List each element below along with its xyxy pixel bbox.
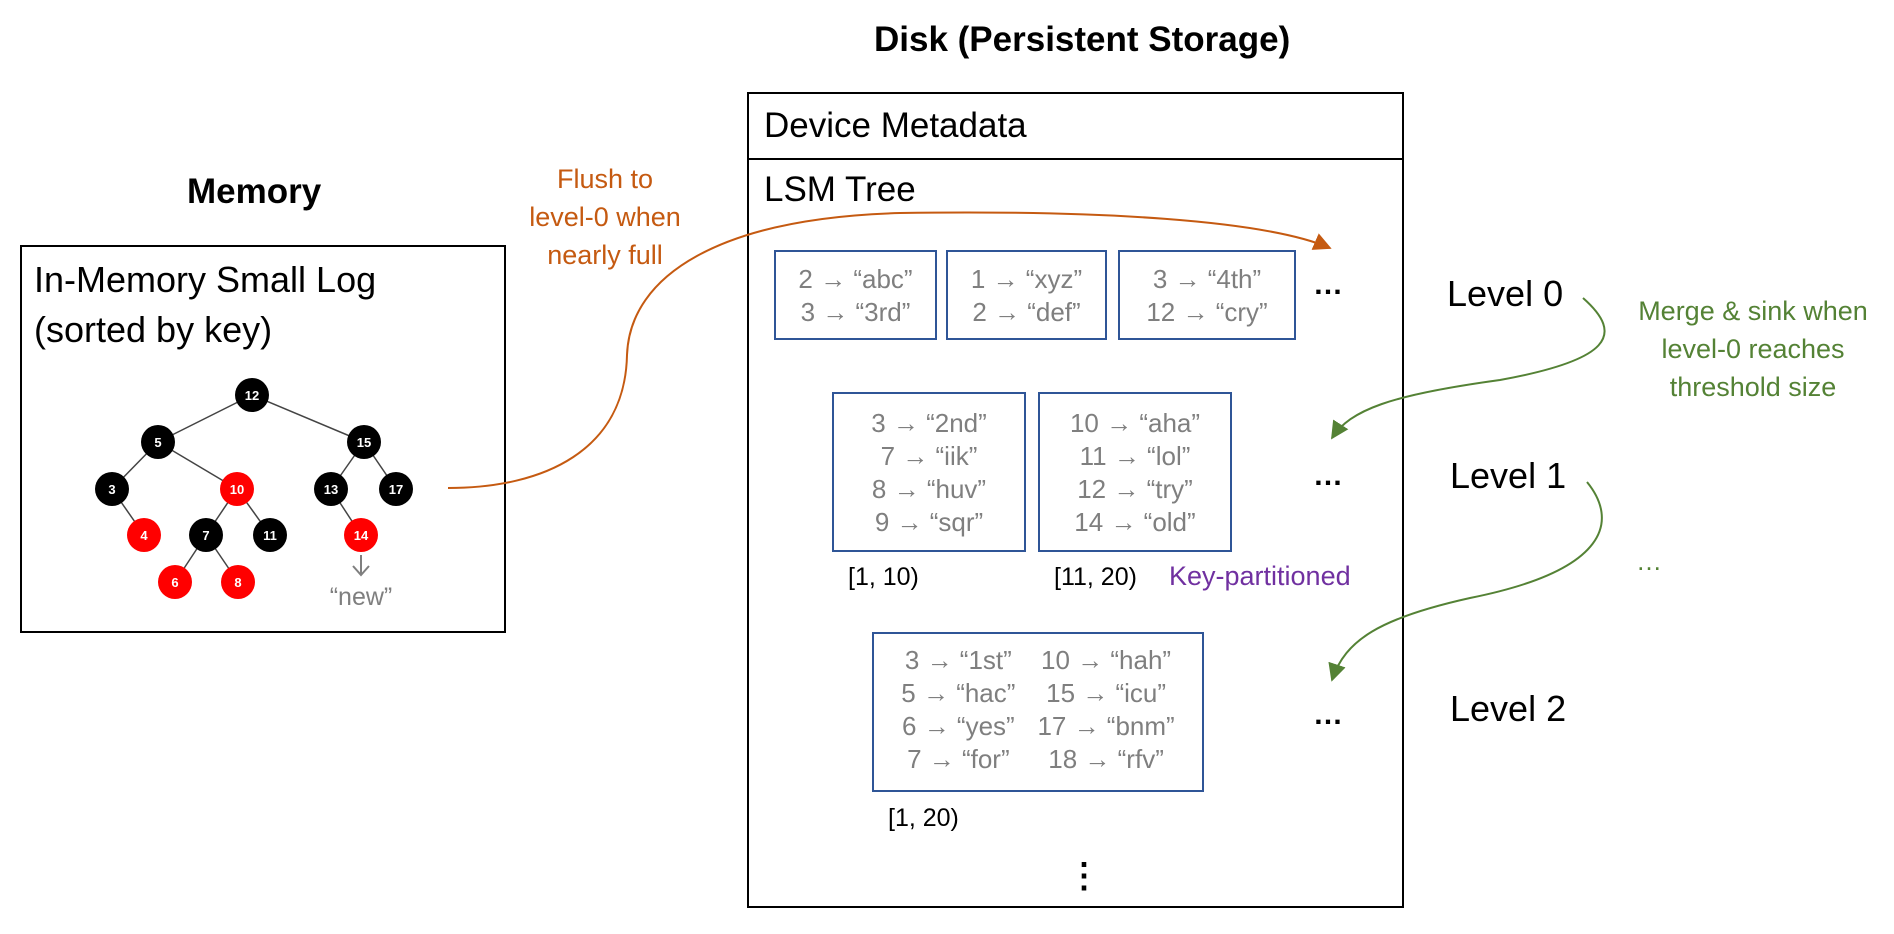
- level1-sstable-2: 10 → “aha” 11 → “lol” 12 → “try” 14 → “o…: [1038, 392, 1232, 552]
- tree-node-10: 10: [220, 472, 254, 506]
- kv-entry: 7 → “iik”: [880, 441, 978, 471]
- kv-entry: 7 → “for”: [907, 744, 1010, 774]
- kv-entry: 2 → “abc”: [798, 264, 913, 294]
- kv-entry: 9 → “sqr”: [874, 507, 984, 537]
- tree-node-label: 7: [202, 528, 209, 543]
- level1-label: Level 1: [1450, 455, 1567, 496]
- tree-node-15: 15: [347, 425, 381, 459]
- tree-node-3: 3: [95, 472, 129, 506]
- tree-edges: [111, 394, 397, 583]
- memory-heading: Memory: [187, 172, 322, 211]
- merge-annotation: Merge & sink when level-0 reaches thresh…: [1618, 292, 1888, 406]
- disk-heading: Disk (Persistent Storage): [874, 20, 1291, 59]
- tree-node-17: 17: [379, 472, 413, 506]
- kv-entry: 11 → “lol”: [1079, 441, 1191, 471]
- tree-node-12: 12: [235, 378, 269, 412]
- level0-ellipsis: …: [1313, 268, 1343, 301]
- more-levels-ellipsis: ⋮: [1067, 857, 1101, 895]
- level1-range-1: [1, 10): [848, 563, 919, 591]
- level1-sstable-1: 3 → “2nd” 7 → “iik” 8 → “huv” 9 → “sqr”: [832, 392, 1026, 552]
- device-metadata-label: Device Metadata: [764, 106, 1027, 145]
- tree-node-label: 13: [324, 482, 338, 497]
- memory-box-title: In-Memory Small Log (sorted by key): [34, 255, 376, 355]
- new-insert-arrow: [352, 555, 370, 577]
- tree-node-4: 4: [127, 518, 161, 552]
- kv-entry: 18 → “rfv”: [1048, 744, 1164, 774]
- tree-node-label: 11: [263, 528, 277, 543]
- tree-node-6: 6: [158, 565, 192, 599]
- in-memory-log-box: In-Memory Small Log (sorted by key) 12 5…: [20, 245, 506, 633]
- tree-node-8: 8: [221, 565, 255, 599]
- memory-title-line2: (sorted by key): [34, 309, 273, 350]
- tree-node-label: 3: [108, 482, 115, 497]
- tree-node-label: 6: [171, 575, 178, 590]
- level2-range: [1, 20): [888, 804, 959, 832]
- merge-continuation-ellipsis: …: [1636, 546, 1662, 576]
- edge-12-15: [251, 394, 365, 443]
- level0-sstable-2: 1 → “xyz” 2 → “def”: [946, 250, 1107, 340]
- level0-label: Level 0: [1447, 273, 1564, 314]
- tree-node-label: 15: [357, 435, 371, 450]
- flush-line1: Flush to: [556, 164, 654, 194]
- red-black-tree: 12 5 15 3 10 13 17 4 7 11 14 6 8 “new”: [95, 378, 413, 611]
- level2-ellipsis: …: [1313, 698, 1343, 731]
- merge-line3: threshold size: [1669, 372, 1837, 402]
- flush-annotation: Flush to level-0 when nearly full: [505, 160, 705, 274]
- flush-line3: nearly full: [547, 240, 663, 270]
- tree-node-11: 11: [253, 518, 287, 552]
- kv-entry: 12 → “cry”: [1146, 297, 1268, 327]
- tree-node-14: 14: [344, 518, 378, 552]
- tree-node-label: 10: [230, 482, 244, 497]
- merge-line2: level-0 reaches: [1661, 334, 1845, 364]
- key-partitioned-label: Key-partitioned: [1169, 561, 1351, 591]
- new-value-label: “new”: [330, 583, 393, 611]
- level2-label: Level 2: [1450, 688, 1567, 729]
- level2-left-column: 3 → “1st” 5 → “hac” 6 → “yes” 7 → “for”: [901, 644, 1015, 776]
- tree-node-label: 14: [354, 528, 369, 543]
- level2-right-column: 10 → “hah” 15 → “icu” 17 → “bnm” 18 → “r…: [1037, 644, 1174, 776]
- tree-node-label: 12: [245, 388, 259, 403]
- level1-range-2: [11, 20): [1054, 563, 1137, 591]
- kv-entry: 17 → “bnm”: [1037, 711, 1175, 741]
- kv-entry: 10 → “aha”: [1069, 408, 1201, 438]
- lsm-tree-label: LSM Tree: [764, 170, 916, 209]
- kv-entry: 2 → “def”: [972, 297, 1081, 327]
- kv-entry: 14 → “old”: [1074, 507, 1196, 537]
- kv-entry: 8 → “huv”: [871, 474, 987, 504]
- edge-12-5: [157, 394, 253, 443]
- kv-entry: 12 → “try”: [1077, 474, 1193, 504]
- kv-entry: 3 → “4th”: [1152, 264, 1262, 294]
- tree-node-label: 17: [389, 482, 403, 497]
- tree-node-label: 4: [140, 528, 148, 543]
- metadata-divider: [749, 158, 1402, 160]
- kv-entry: 15 → “icu”: [1046, 678, 1167, 708]
- level2-sstable: 3 → “1st” 5 → “hac” 6 → “yes” 7 → “for” …: [872, 632, 1204, 792]
- tree-node-label: 5: [154, 435, 161, 450]
- kv-entry: 10 → “hah”: [1041, 645, 1172, 675]
- kv-entry: 5 → “hac”: [901, 678, 1016, 708]
- kv-entry: 3 → “2nd”: [871, 408, 987, 438]
- kv-entry: 3 → “1st”: [904, 645, 1012, 675]
- kv-entry: 6 → “yes”: [902, 711, 1015, 741]
- tree-nodes: 12 5 15 3 10 13 17 4 7 11 14 6 8: [95, 378, 413, 599]
- kv-entry: 1 → “xyz”: [970, 264, 1083, 294]
- tree-node-13: 13: [314, 472, 348, 506]
- merge-line1: Merge & sink when: [1638, 296, 1868, 326]
- tree-node-5: 5: [141, 425, 175, 459]
- tree-node-label: 8: [234, 575, 241, 590]
- flush-line2: level-0 when: [529, 202, 681, 232]
- level1-ellipsis: …: [1313, 459, 1343, 492]
- memory-title-line1: In-Memory Small Log: [34, 259, 377, 300]
- level0-sstable-1: 2 → “abc” 3 → “3rd”: [774, 250, 937, 340]
- tree-node-7: 7: [189, 518, 223, 552]
- level0-sstable-3: 3 → “4th” 12 → “cry”: [1118, 250, 1296, 340]
- kv-entry: 3 → “3rd”: [800, 297, 911, 327]
